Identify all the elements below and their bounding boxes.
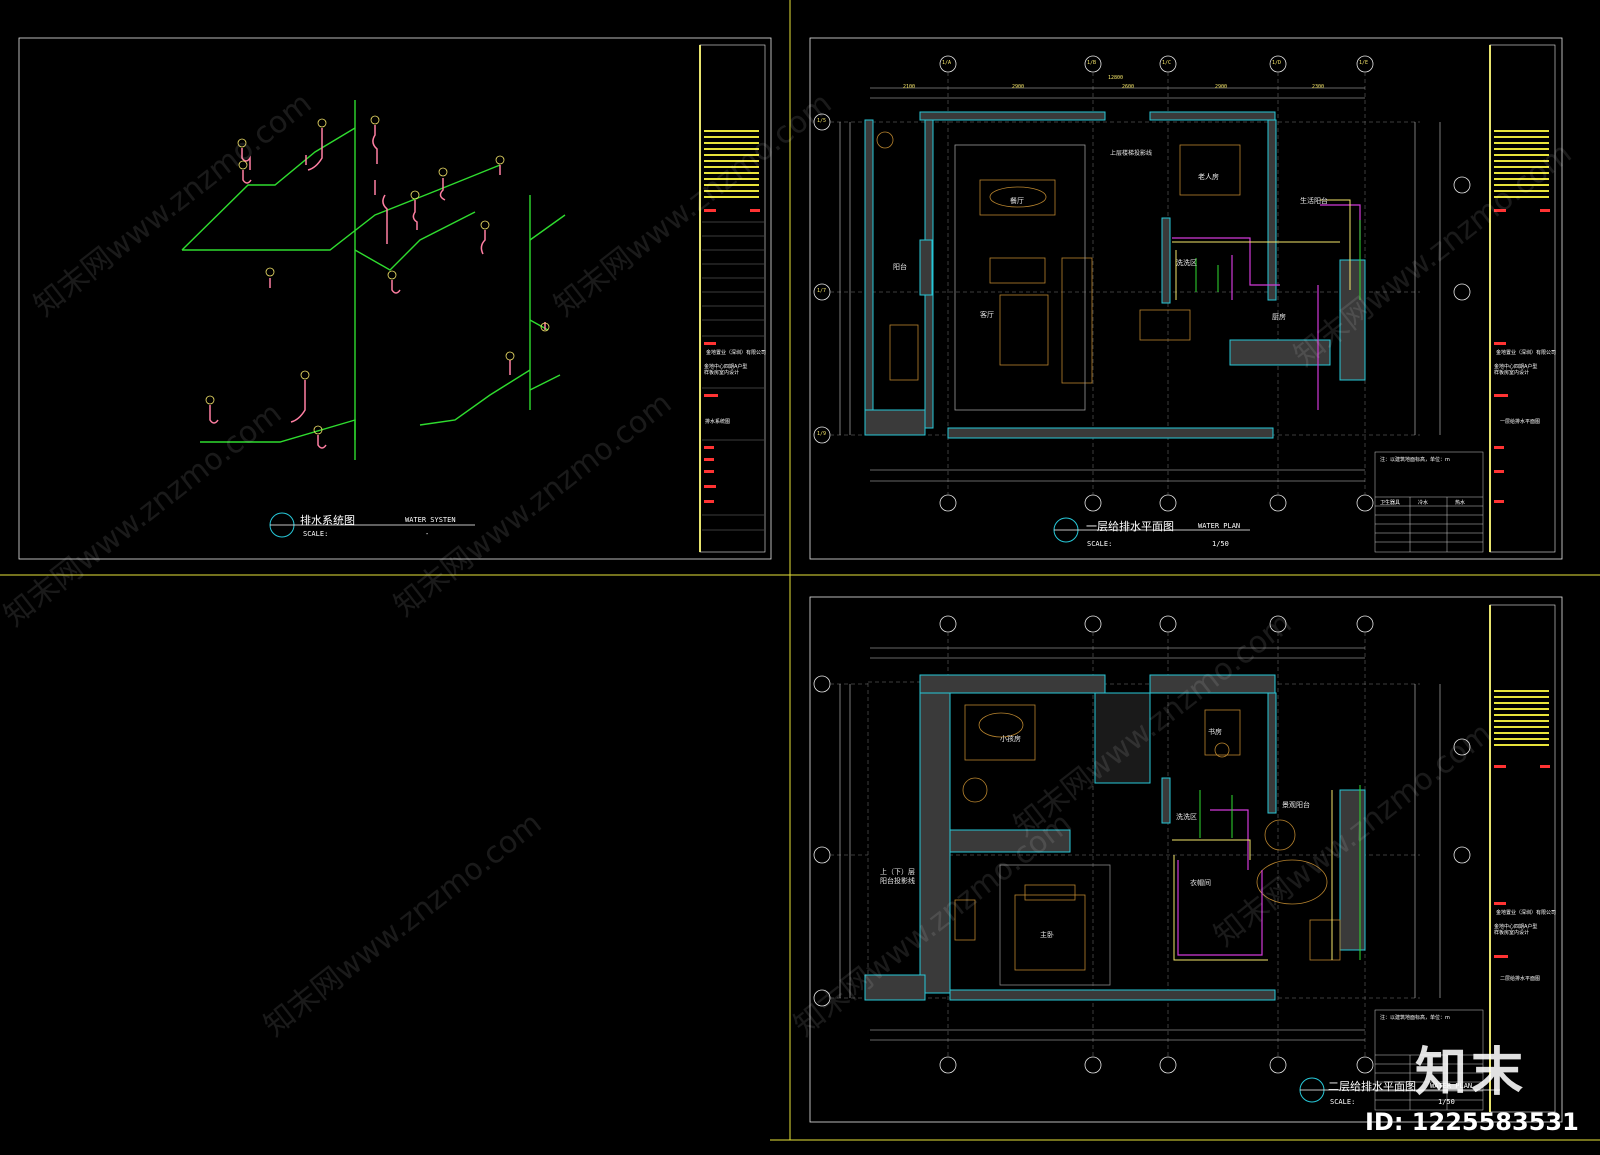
drainage-system-scale-label: SCALE:: [303, 530, 329, 538]
room-dining: 餐厅: [1010, 197, 1024, 205]
walls-1f: [864, 111, 1366, 439]
axis-top-3: 1/C: [1162, 60, 1172, 66]
axis-left-1: 1/5: [817, 118, 827, 124]
first-floor-title-en: WATER PLAN: [1198, 522, 1241, 530]
axis-top-4: 1/D: [1272, 60, 1282, 66]
sheet-second-floor-plan: [809, 596, 1563, 1123]
axis-top-1: 1/A: [942, 60, 952, 66]
table-header-fixture-1f: 卫生器具: [1380, 500, 1401, 506]
room-study: 书房: [1208, 728, 1222, 736]
room-wash-area: 洗洗区: [1176, 259, 1197, 267]
room-small-bedroom: 小孩房: [1000, 735, 1021, 743]
drainage-system-title: 排水系统图: [300, 514, 355, 527]
axis-left-3: 1/9: [817, 431, 827, 437]
upper-floor-projection-note: 上（下）层 阳台投影线: [880, 868, 915, 885]
dim-top-2: 2900: [1012, 84, 1025, 90]
room-wash-area-2f: 洗洗区: [1176, 813, 1197, 821]
first-floor-scale-value: 1/50: [1212, 540, 1229, 548]
second-floor-scale-label: SCALE:: [1330, 1098, 1356, 1106]
furniture-2f: [954, 704, 1341, 986]
room-balcony: 阳台: [893, 263, 907, 271]
walls-2f: [864, 674, 1366, 1001]
dim-top-5: 2300: [1312, 84, 1325, 90]
drainage-system-title-en: WATER SYSTEN: [405, 516, 456, 524]
table-header-hot-1f: 热水: [1455, 500, 1466, 506]
supply-lines-2f: [1177, 809, 1263, 956]
titleblock-drawing-name-3: 二层给排水平面图: [1500, 976, 1541, 982]
room-service-balcony: 生活阳台: [1300, 197, 1328, 205]
sheet-first-floor-plan: [809, 37, 1563, 560]
titleblock-company-1: 金地置业（深圳）有限公司: [706, 350, 767, 356]
dim-top-4: 2900: [1215, 84, 1228, 90]
brand-id: ID: 1225583531: [1365, 1108, 1579, 1136]
drain-pipes-green: [181, 100, 566, 460]
axis-top-2: 1/B: [1087, 60, 1097, 66]
room-kitchen: 厨房: [1272, 313, 1286, 321]
dim-top-1: 2100: [903, 84, 916, 90]
notes-header-1f: 注：以建筑地面标高，单位：m: [1380, 457, 1450, 463]
second-floor-scale-value: 1/50: [1438, 1098, 1455, 1106]
titleblock-project-1: 金地中心四期A户型 样板房室内设计: [704, 364, 748, 376]
brand-logo: 知末: [1415, 1043, 1528, 1103]
room-master: 主卧: [1040, 931, 1054, 939]
fixture-table-1f: [1374, 451, 1484, 553]
room-elder: 老人房: [1198, 173, 1219, 181]
second-floor-title-en: WATER PLAN: [1430, 1082, 1473, 1090]
axis-top-5: 1/E: [1359, 60, 1369, 66]
sheet-drainage-system: [18, 37, 772, 560]
titleblock-drawing-name-2: 一层给排水平面图: [1500, 419, 1541, 425]
furniture-1f: [876, 131, 1241, 411]
upper-stair-note: 上层楼梯投影线: [1110, 150, 1153, 157]
titleblock-drawing-name-1: 排水系统图: [705, 419, 731, 425]
trap-fittings-pink: [209, 125, 546, 449]
fixture-table-2f: [1374, 1009, 1484, 1111]
first-floor-scale-label: SCALE:: [1087, 540, 1113, 548]
room-cloakroom: 衣帽间: [1190, 879, 1211, 887]
drainage-system-scale-value: -: [425, 530, 430, 538]
axis-left-2: 1/7: [817, 288, 827, 294]
titleblock-company-3: 金地置业（深圳）有限公司: [1496, 910, 1557, 916]
titleblock-project-2: 金地中心四期A户型 样板房室内设计: [1494, 364, 1538, 376]
supply-lines-1f: [1172, 204, 1361, 410]
room-landscape-balcony: 景观阳台: [1282, 801, 1310, 809]
notes-header-2f: 注：以建筑地面标高，单位：m: [1380, 1015, 1450, 1021]
titleblock-company-2: 金地置业（深圳）有限公司: [1496, 350, 1557, 356]
second-floor-title: 二层给排水平面图: [1328, 1080, 1416, 1093]
table-header-cold-1f: 冷水: [1418, 500, 1429, 506]
dim-total: 12800: [1108, 75, 1124, 81]
room-living: 客厅: [980, 311, 994, 319]
dim-top-3: 2600: [1122, 84, 1135, 90]
titleblock-project-3: 金地中心四期A户型 样板房室内设计: [1494, 924, 1538, 936]
first-floor-title: 一层给排水平面图: [1086, 520, 1174, 533]
